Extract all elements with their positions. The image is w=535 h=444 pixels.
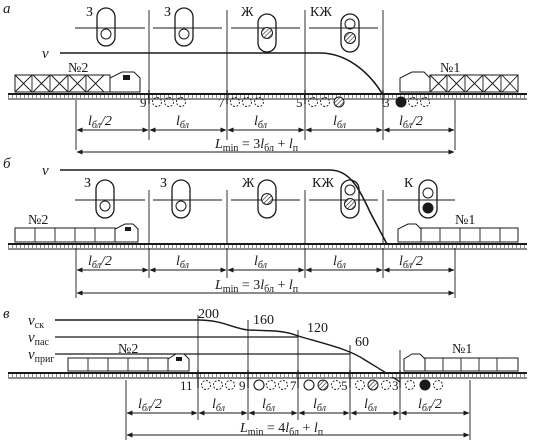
dim-label: lбл/2 [88, 254, 112, 271]
block-number: 3 [392, 378, 399, 393]
dim-label: lбл [262, 397, 276, 414]
dim-label: lбл [176, 254, 190, 271]
signal-head [257, 13, 277, 53]
panel-a-track [8, 90, 527, 104]
panel-a-train-right: №1 [399, 61, 519, 93]
panel-b-label: б [3, 156, 11, 172]
signal-label: КЖ [310, 5, 332, 20]
signal-label: З [160, 176, 167, 191]
train-number: №1 [440, 61, 460, 76]
signal-head [95, 179, 115, 219]
train-number: №2 [28, 213, 48, 228]
block-number: 9 [239, 378, 246, 393]
panel-a-boundaries [75, 10, 456, 150]
speed-value: 120 [307, 321, 328, 336]
panel-c-speed-labels: vск vпас vприг [28, 313, 54, 365]
dim-label: lбл/2 [399, 114, 423, 131]
panel-b-dimensions: lбл/2 lбл lбл lбл lбл/2 Lmin = 3lбл + lп [76, 254, 455, 296]
panel-b-train-left: №2 [14, 213, 139, 243]
panel-c-label: в [3, 306, 10, 322]
signal-head [340, 179, 360, 219]
panel-a-label: а [3, 1, 11, 17]
panel-b-boundaries [75, 190, 456, 298]
dim-label: lбл/2 [138, 397, 162, 414]
panel-a: а [3, 1, 527, 155]
block-number: 11 [180, 378, 193, 393]
panel-b-signals: З З Ж КЖ К [75, 176, 455, 219]
signal-label: КЖ [312, 176, 334, 191]
speed-label: v [42, 163, 49, 179]
block-number: 3 [383, 95, 390, 110]
panel-b: б [3, 156, 527, 298]
panel-c: в vск vпас vприг 200 160 120 60 [3, 306, 527, 440]
dim-label: lбл/2 [418, 397, 442, 414]
dim-label: lбл [364, 397, 378, 414]
speed-curve [60, 52, 384, 96]
panel-b-train-right: №1 [397, 213, 519, 243]
speed-value: 160 [253, 313, 274, 328]
speed-label-express: vск [28, 313, 44, 331]
speed-value: 60 [355, 335, 369, 350]
signal-head [257, 179, 277, 219]
lmin-formula: Lmin = 4lбл + lп [239, 421, 324, 438]
panel-a-signals: З З Ж КЖ [75, 5, 378, 53]
train-number: №1 [455, 213, 475, 228]
speed-label: v [42, 46, 49, 62]
dim-label: lбл [313, 397, 327, 414]
train-number: №1 [452, 342, 472, 357]
dim-label: lбл [333, 254, 347, 271]
speed-value: 200 [198, 307, 219, 322]
signal-head [174, 7, 194, 47]
panel-c-train-right: №1 [403, 342, 519, 372]
block-number: 9 [140, 95, 147, 110]
panel-c-train-left: №2 [67, 342, 190, 372]
speed-label-suburban: vприг [28, 347, 54, 365]
speed-curve-express [55, 319, 401, 383]
dim-label: lбл [176, 114, 190, 131]
signal-head [340, 13, 360, 53]
speed-curve [60, 169, 389, 247]
signal-label: З [164, 5, 171, 20]
speed-label-passenger: vпас [28, 330, 49, 348]
train-number: №2 [68, 61, 88, 76]
panel-c-track [8, 370, 527, 388]
panel-a-block-lights: 9 7 5 3 [140, 95, 430, 110]
dim-label: lбл/2 [399, 254, 423, 271]
block-number: 5 [341, 378, 348, 393]
dim-label: lбл [333, 114, 347, 131]
signal-label: З [84, 176, 91, 191]
panel-c-speed-curves: 200 160 120 60 [55, 307, 401, 383]
lmin-formula: Lmin = 3lбл + lп [214, 278, 299, 295]
dim-label: lбл/2 [88, 114, 112, 131]
signal-label: К [404, 176, 414, 191]
signal-head [418, 179, 438, 219]
block-number: 5 [296, 95, 303, 110]
signal-label: Ж [241, 5, 254, 20]
signal-label: З [86, 5, 93, 20]
block-number: 7 [290, 378, 297, 393]
panel-a-dimensions: lбл/2 lбл lбл lбл lбл/2 Lmin = 3lбл + lп [76, 114, 455, 155]
panel-b-track [8, 243, 527, 250]
panel-c-block-lights: 11 9 7 5 3 [180, 378, 443, 393]
block-number: 7 [218, 95, 225, 110]
panel-a-train-left: №2 [14, 61, 141, 93]
dim-label: lбл [212, 397, 226, 414]
signal-head [171, 179, 191, 219]
dim-label: lбл [254, 254, 268, 271]
signal-label: Ж [242, 176, 255, 191]
dim-label: lбл [254, 114, 268, 131]
train-number: №2 [118, 342, 138, 357]
signal-head [96, 7, 116, 47]
